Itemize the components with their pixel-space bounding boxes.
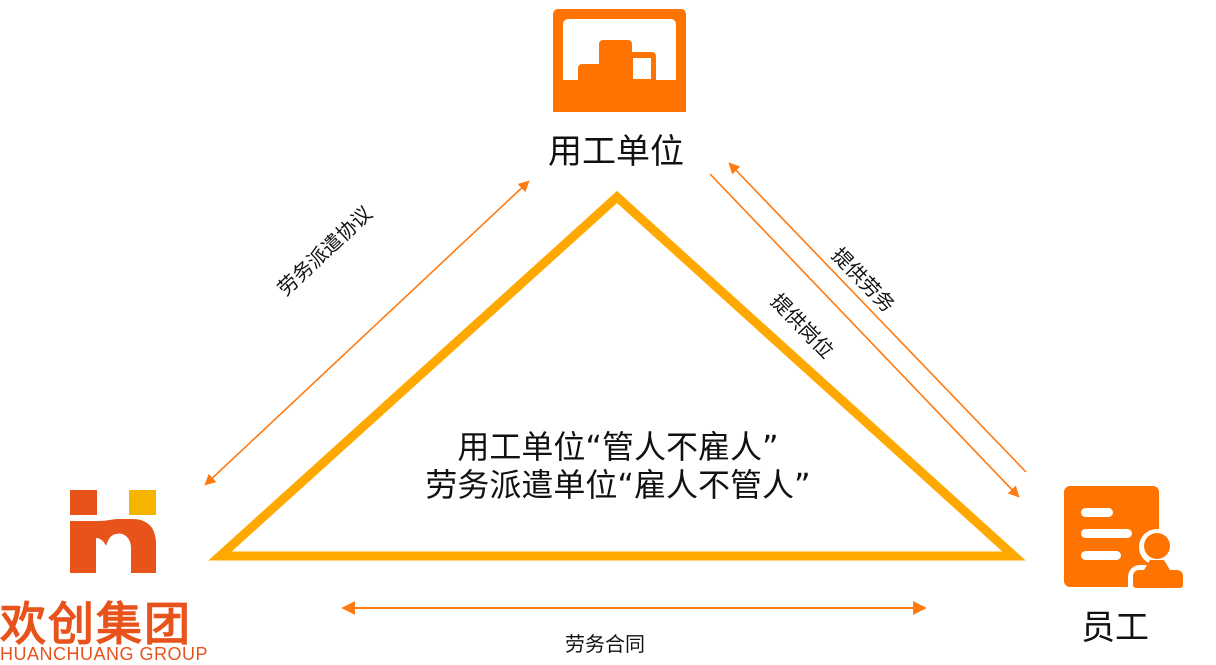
center-line-agency: 劳务派遣单位“雇人不管人”	[425, 466, 811, 504]
building-icon	[553, 9, 686, 112]
agency-logo-chinese: 欢创集团	[0, 597, 192, 651]
employee-document-icon	[1064, 486, 1188, 590]
arrow-provide-services	[728, 162, 1027, 473]
arrow-provide-positions	[709, 173, 1020, 498]
edge-label-labor-contract: 劳务合同	[565, 632, 645, 656]
huanchuang-logo-icon	[70, 490, 156, 573]
agency-logo-english: HUANCHUANG GROUP	[0, 644, 209, 664]
center-line-employer: 用工单位“管人不雇人”	[457, 428, 779, 466]
arrow-agency-employer	[204, 180, 530, 486]
center-statement: 用工单位“管人不雇人” 劳务派遣单位“雇人不管人”	[398, 428, 838, 504]
employee-label: 员工	[1081, 608, 1149, 648]
employer-label: 用工单位	[548, 132, 684, 172]
